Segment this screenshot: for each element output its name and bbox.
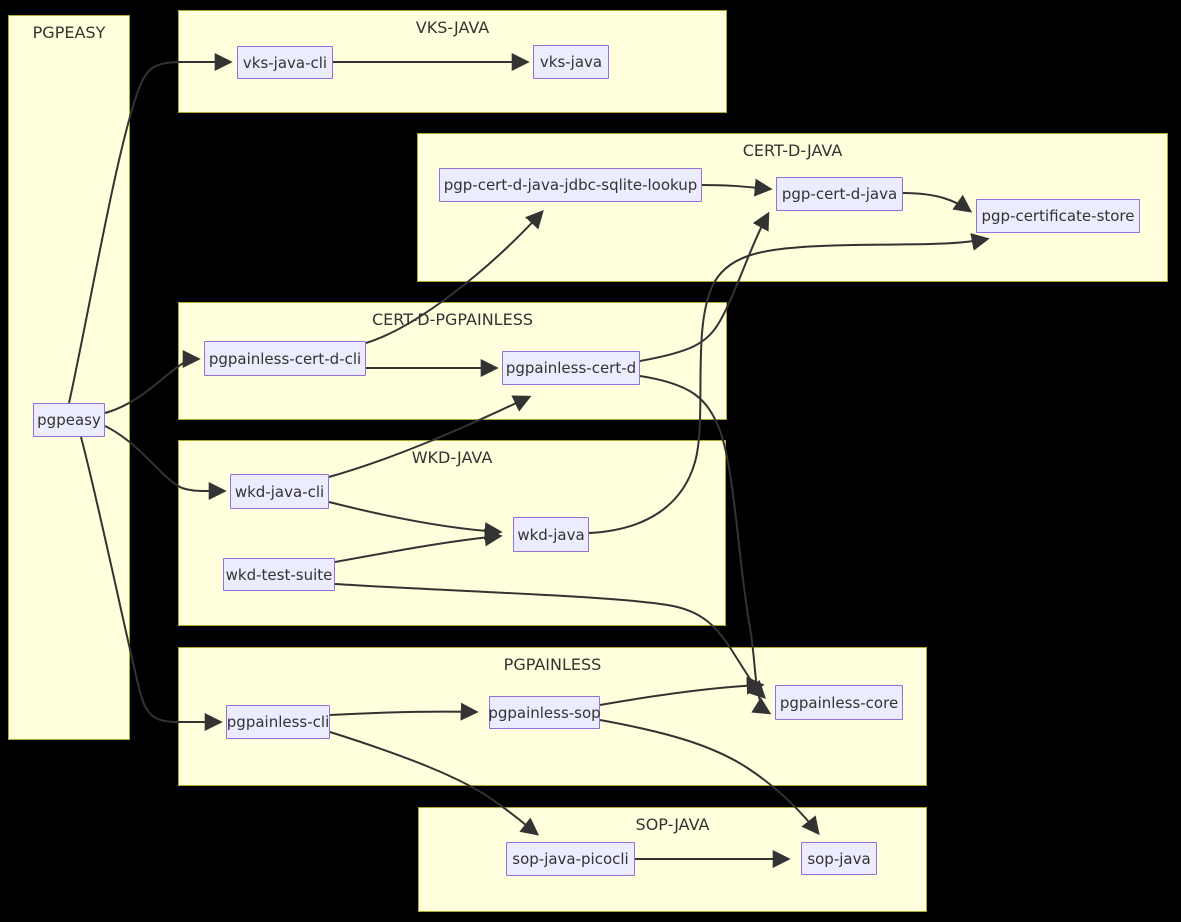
node-pgpainless-cert-d: pgpainless-cert-d	[502, 351, 640, 385]
node-vks-java: vks-java	[533, 45, 609, 79]
node-pgp-cert-d-java: pgp-cert-d-java	[776, 177, 903, 211]
node-pgp-cert-d-java-jdbc-sqlite-lookup: pgp-cert-d-java-jdbc-sqlite-lookup	[439, 168, 702, 202]
node-pgpainless-core: pgpainless-core	[775, 685, 903, 720]
cluster-title-wkd-java: WKD-JAVA	[411, 448, 493, 467]
cluster-title-pgpainless: PGPAINLESS	[503, 655, 602, 674]
node-wkd-java-cli: wkd-java-cli	[230, 474, 329, 509]
node-wkd-java: wkd-java	[513, 517, 589, 552]
cluster-title-cert-d-pgpainless: CERT-D-PGPAINLESS	[371, 310, 534, 329]
node-sop-java: sop-java	[801, 842, 877, 875]
cluster-title-cert-d-java: CERT-D-JAVA	[742, 141, 843, 160]
cluster-title-sop-java: SOP-JAVA	[635, 815, 710, 834]
node-pgpeasy: pgpeasy	[33, 403, 105, 437]
node-pgpainless-cli: pgpainless-cli	[226, 705, 330, 739]
node-wkd-test-suite: wkd-test-suite	[223, 558, 335, 591]
cluster-title-vks-java: VKS-JAVA	[415, 18, 490, 37]
node-pgpainless-sop: pgpainless-sop	[488, 696, 601, 729]
node-sop-java-picocli: sop-java-picocli	[506, 842, 635, 876]
node-vks-java-cli: vks-java-cli	[237, 46, 333, 79]
cluster-pgpeasy: PGPEASY	[8, 15, 130, 740]
cluster-title-pgpeasy: PGPEASY	[32, 23, 106, 42]
node-pgp-certificate-store: pgp-certificate-store	[976, 199, 1140, 233]
cluster-wkd-java: WKD-JAVA	[178, 440, 726, 626]
node-pgpainless-cert-d-cli: pgpainless-cert-d-cli	[204, 341, 366, 376]
